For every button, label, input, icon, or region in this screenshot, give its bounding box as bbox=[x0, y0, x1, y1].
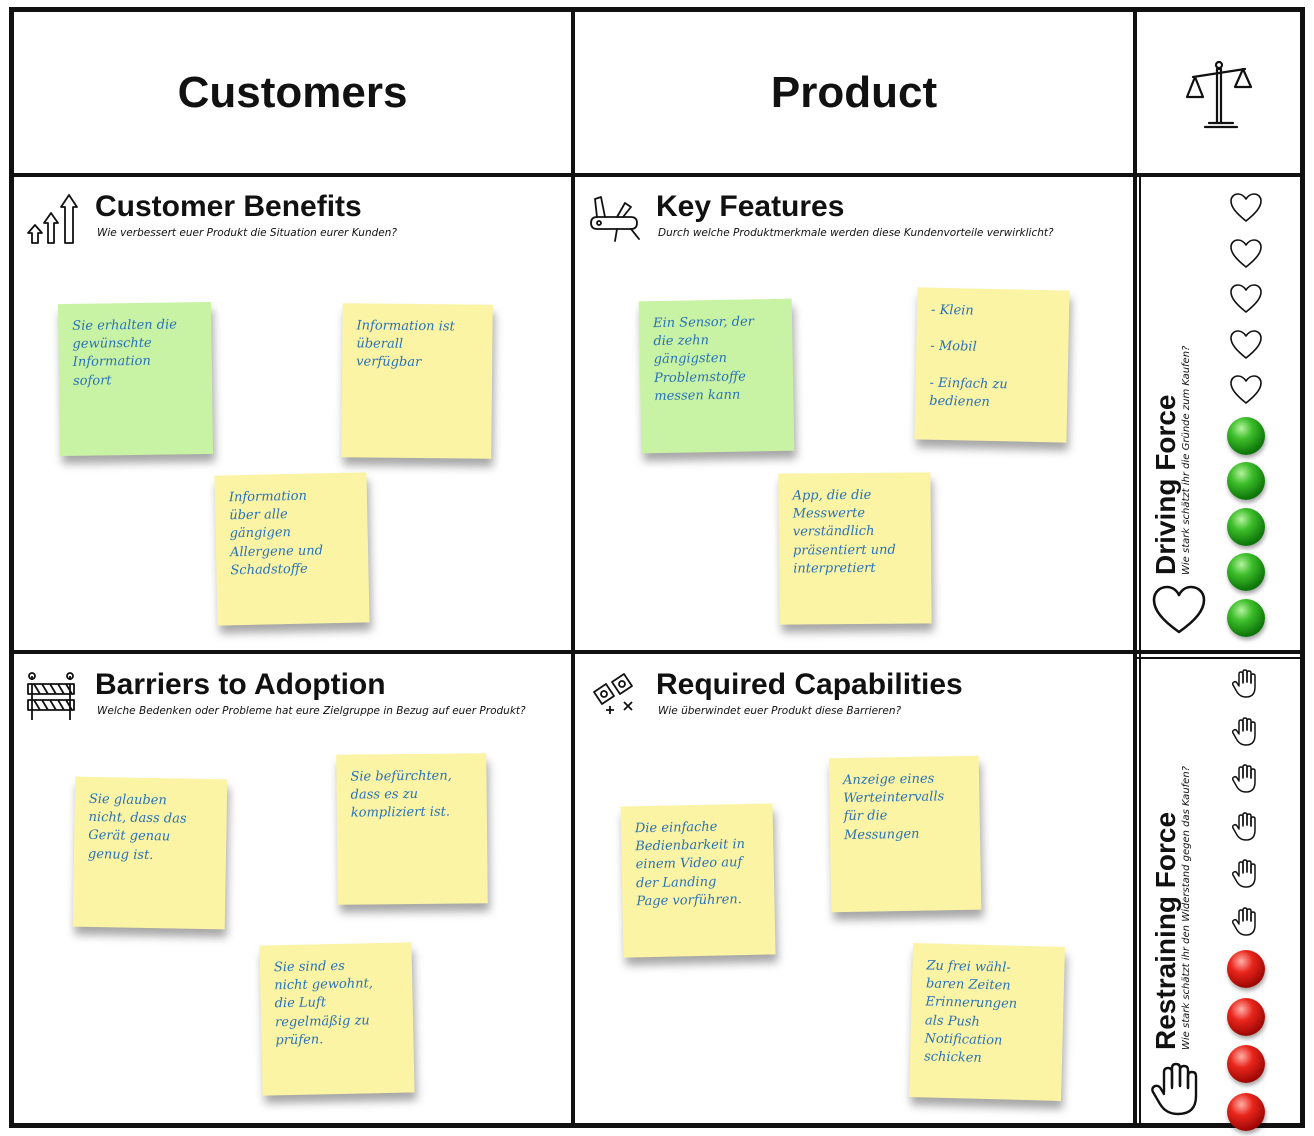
rating-ball bbox=[1227, 950, 1265, 988]
divider-horizontal-1 bbox=[9, 173, 1305, 177]
rating-filled-dot[interactable] bbox=[1222, 503, 1270, 551]
puzzle-icon bbox=[590, 670, 640, 722]
divider-horizontal-3a bbox=[1133, 650, 1305, 654]
raised-hand-icon bbox=[1150, 1062, 1202, 1118]
sticky-note-text: Sie sind es nicht gewohnt, die Luft rege… bbox=[273, 958, 374, 1049]
sticky-note[interactable]: Sie glauben nicht, dass das Gerät genau … bbox=[72, 776, 228, 930]
sticky-note-text: Information über alle gängigen Allergene… bbox=[228, 488, 324, 579]
barrier-icon bbox=[26, 670, 76, 722]
canvas-frame bbox=[9, 7, 1305, 1128]
driving-force-title: Driving Force bbox=[1150, 394, 1181, 575]
divider-vertical-3 bbox=[1139, 177, 1141, 1128]
barriers-subtitle: Welche Bedenken oder Probleme hat eure Z… bbox=[97, 705, 526, 717]
rating-ball bbox=[1227, 507, 1265, 546]
rating-filled-dot[interactable] bbox=[1222, 945, 1270, 993]
restraining-force-title: Restraining Force bbox=[1150, 811, 1181, 1050]
rating-ball bbox=[1227, 1092, 1265, 1131]
rating-filled-dot[interactable] bbox=[1222, 1040, 1270, 1088]
rating-empty-heart-icon[interactable] bbox=[1222, 230, 1270, 278]
sticky-note[interactable]: Information über alle gängigen Allergene… bbox=[214, 472, 370, 626]
restraining-force-label: Restraining Force Wie stark schätzt ihr … bbox=[1150, 766, 1192, 1050]
divider-horizontal-3b bbox=[1133, 657, 1305, 659]
sticky-note[interactable]: App, die die Messwerte verständlich präs… bbox=[778, 472, 932, 625]
rating-empty-hand-icon[interactable] bbox=[1222, 803, 1270, 851]
header-product: Product bbox=[770, 67, 938, 117]
sticky-note-text: - Klein - Mobil - Einfach zu bedienen bbox=[929, 302, 1008, 410]
sticky-note[interactable]: Ein Sensor, der die zehn gängigsten Prob… bbox=[638, 298, 795, 454]
rating-filled-dot[interactable] bbox=[1222, 412, 1270, 460]
header-customers: Customers bbox=[177, 67, 408, 117]
barriers-title: Barriers to Adoption bbox=[95, 668, 386, 701]
divider-vertical-2 bbox=[1133, 7, 1137, 1128]
rating-filled-dot[interactable] bbox=[1222, 993, 1270, 1041]
restraining-force-subtitle: Wie stark schätzt ihr den Widerstand geg… bbox=[1181, 766, 1192, 1050]
customer-benefits-title: Customer Benefits bbox=[95, 190, 362, 223]
key-features-title: Key Features bbox=[656, 190, 845, 223]
rating-ball bbox=[1227, 598, 1265, 637]
rating-filled-dot[interactable] bbox=[1222, 548, 1270, 596]
sticky-note-text: Die einfache Bedienbarkeit in einem Vide… bbox=[634, 819, 746, 910]
sticky-note[interactable]: - Klein - Mobil - Einfach zu bedienen bbox=[914, 287, 1070, 443]
scale-icon bbox=[1181, 55, 1257, 131]
key-features-subtitle: Durch welche Produktmerkmale werden dies… bbox=[658, 227, 1054, 239]
sticky-note-text: Anzeige eines Werteintervalls für die Me… bbox=[842, 771, 945, 843]
sticky-note-text: Sie befürchten, dass es zu kompliziert i… bbox=[350, 768, 452, 822]
divider-vertical-1 bbox=[571, 7, 575, 1128]
capabilities-title: Required Capabilities bbox=[656, 668, 963, 701]
rating-ball bbox=[1227, 462, 1265, 500]
arrows-up-icon bbox=[26, 193, 82, 245]
sticky-note[interactable]: Sie sind es nicht gewohnt, die Luft rege… bbox=[259, 942, 415, 1096]
rating-ball bbox=[1227, 997, 1265, 1036]
customer-benefits-subtitle: Wie verbessert euer Produkt die Situatio… bbox=[97, 227, 397, 239]
rating-ball bbox=[1227, 1045, 1265, 1083]
driving-force-subtitle: Wie stark schätzt ihr die Gründe zum Kau… bbox=[1181, 345, 1192, 575]
divider-horizontal-2 bbox=[9, 650, 1133, 654]
sticky-note[interactable]: Anzeige eines Werteintervalls für die Me… bbox=[828, 755, 982, 913]
rating-filled-dot[interactable] bbox=[1222, 457, 1270, 505]
sticky-note-text: Zu frei wähl- baren Zeiten Erinnerungen … bbox=[923, 958, 1018, 1066]
rating-empty-hand-icon[interactable] bbox=[1222, 660, 1270, 708]
sticky-note-text: Sie glauben nicht, dass das Gerät genau … bbox=[87, 791, 187, 863]
rating-empty-hand-icon[interactable] bbox=[1222, 755, 1270, 803]
sticky-note[interactable]: Zu frei wähl- baren Zeiten Erinnerungen … bbox=[909, 943, 1065, 1101]
rating-ball bbox=[1227, 553, 1265, 591]
capabilities-subtitle: Wie überwindet euer Produkt diese Barrie… bbox=[658, 705, 902, 717]
rating-empty-heart-icon[interactable] bbox=[1222, 366, 1270, 414]
rating-empty-heart-icon[interactable] bbox=[1222, 321, 1270, 369]
rating-filled-dot[interactable] bbox=[1222, 1088, 1270, 1136]
sticky-note-text: Sie erhalten die gewünschte Information … bbox=[72, 317, 178, 389]
sticky-note[interactable]: Sie erhalten die gewünschte Information … bbox=[57, 301, 214, 457]
driving-force-label: Driving Force Wie stark schätzt ihr die … bbox=[1150, 345, 1192, 575]
sticky-note[interactable]: Sie befürchten, dass es zu kompliziert i… bbox=[336, 753, 488, 905]
rating-empty-hand-icon[interactable] bbox=[1222, 708, 1270, 756]
rating-empty-heart-icon[interactable] bbox=[1222, 275, 1270, 323]
sticky-note[interactable]: Information ist überall verfügbar bbox=[341, 303, 493, 459]
rating-ball bbox=[1227, 416, 1265, 455]
sticky-note-text: Ein Sensor, der die zehn gängigsten Prob… bbox=[652, 314, 755, 404]
swiss-knife-icon bbox=[587, 193, 643, 245]
heart-icon bbox=[1152, 584, 1206, 636]
rating-empty-heart-icon[interactable] bbox=[1222, 184, 1270, 232]
rating-empty-hand-icon[interactable] bbox=[1222, 898, 1270, 946]
rating-empty-hand-icon[interactable] bbox=[1222, 850, 1270, 898]
rating-filled-dot[interactable] bbox=[1222, 594, 1270, 642]
sticky-note-text: App, die die Messwerte verständlich präs… bbox=[792, 487, 896, 577]
sticky-note[interactable]: Die einfache Bedienbarkeit in einem Vide… bbox=[620, 803, 776, 958]
sticky-note-text: Information ist überall verfügbar bbox=[356, 318, 455, 371]
